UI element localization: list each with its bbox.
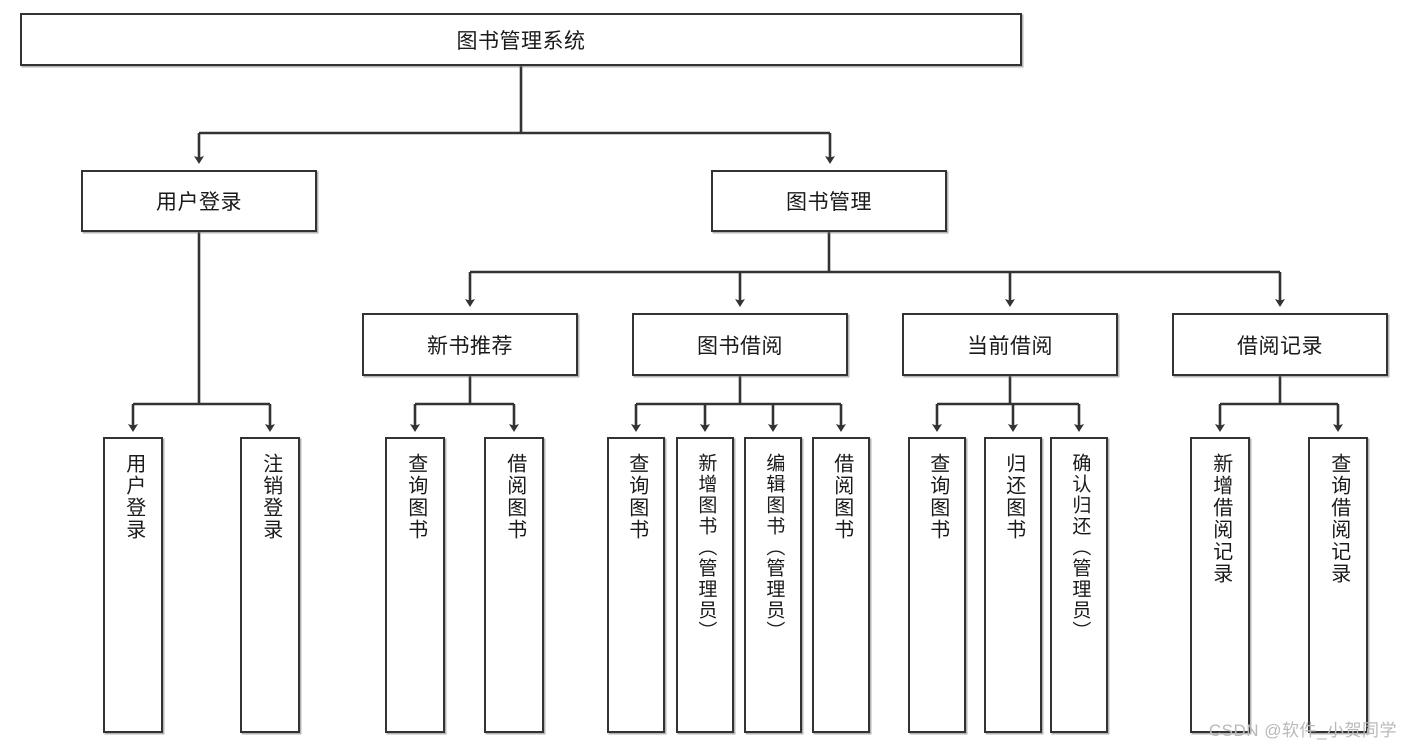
- node-leaf-query-book-1-label: 查询图书: [404, 453, 427, 541]
- node-leaf-query-record[interactable]: 查询借阅记录: [1308, 437, 1368, 733]
- node-current-borrow-label: 当前借阅: [967, 334, 1053, 358]
- node-leaf-query-book-2[interactable]: 查询图书: [607, 437, 665, 733]
- node-leaf-confirm-return[interactable]: 确认归还（管理员）: [1050, 437, 1108, 733]
- node-leaf-return-book-label: 归还图书: [1002, 453, 1025, 541]
- node-new-book-recommend-label: 新书推荐: [427, 334, 513, 358]
- node-book-manage[interactable]: 图书管理: [711, 170, 947, 232]
- node-leaf-add-book[interactable]: 新增图书（管理员）: [676, 437, 734, 733]
- node-leaf-borrow-book-2-label: 借阅图书: [830, 453, 853, 541]
- node-leaf-query-book-1[interactable]: 查询图书: [385, 437, 445, 733]
- node-root[interactable]: 图书管理系统: [20, 13, 1022, 66]
- node-new-book-recommend[interactable]: 新书推荐: [362, 313, 578, 376]
- node-user-login-label: 用户登录: [156, 191, 242, 214]
- node-user-login[interactable]: 用户登录: [81, 170, 317, 232]
- node-book-borrow-label: 图书借阅: [697, 334, 783, 358]
- node-leaf-add-record-label: 新增借阅记录: [1209, 453, 1232, 585]
- node-leaf-edit-book[interactable]: 编辑图书（管理员）: [744, 437, 802, 733]
- node-book-manage-label: 图书管理: [786, 191, 872, 214]
- node-leaf-borrow-book-2[interactable]: 借阅图书: [812, 437, 870, 733]
- node-leaf-return-book[interactable]: 归还图书: [984, 437, 1042, 733]
- node-leaf-query-record-label: 查询借阅记录: [1327, 453, 1350, 585]
- node-borrow-record-label: 借阅记录: [1237, 334, 1323, 358]
- node-leaf-borrow-book-1-label: 借阅图书: [503, 453, 526, 541]
- node-leaf-add-record[interactable]: 新增借阅记录: [1190, 437, 1250, 733]
- csdn-watermark: CSDN @软件_小贺同学: [1208, 721, 1397, 740]
- node-book-borrow[interactable]: 图书借阅: [632, 313, 848, 376]
- node-leaf-query-book-3[interactable]: 查询图书: [908, 437, 966, 733]
- node-root-label: 图书管理系统: [456, 29, 586, 53]
- node-leaf-confirm-return-label: 确认归还（管理员）: [1069, 453, 1091, 642]
- node-leaf-query-book-3-label: 查询图书: [926, 453, 949, 541]
- node-leaf-query-book-2-label: 查询图书: [625, 453, 648, 541]
- node-leaf-add-book-label: 新增图书（管理员）: [695, 453, 717, 642]
- node-leaf-logout[interactable]: 注销登录: [240, 437, 300, 733]
- node-leaf-borrow-book-1[interactable]: 借阅图书: [484, 437, 544, 733]
- node-leaf-edit-book-label: 编辑图书（管理员）: [763, 453, 785, 642]
- node-leaf-logout-label: 注销登录: [259, 453, 282, 541]
- node-leaf-user-login-label: 用户登录: [122, 453, 145, 541]
- node-leaf-user-login[interactable]: 用户登录: [103, 437, 163, 733]
- node-current-borrow[interactable]: 当前借阅: [902, 313, 1118, 376]
- node-borrow-record[interactable]: 借阅记录: [1172, 313, 1388, 376]
